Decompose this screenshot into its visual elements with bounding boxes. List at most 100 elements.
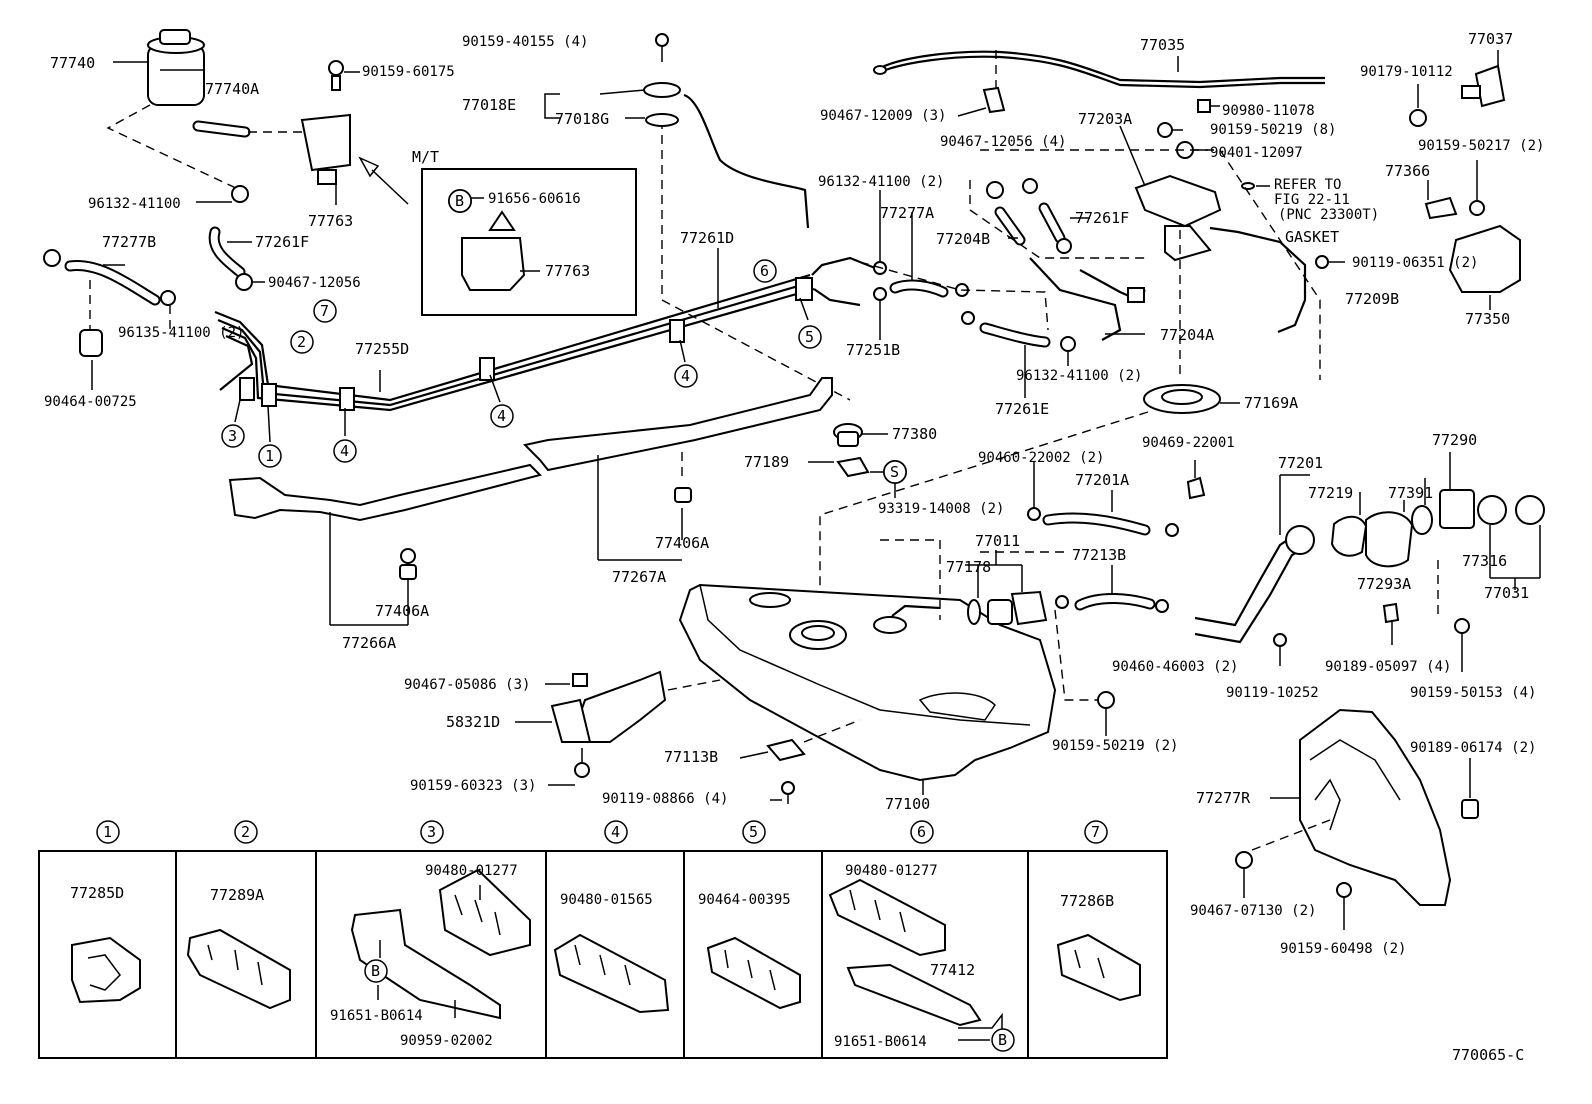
b-marker: B [455, 192, 464, 210]
part-number-label: 77037 [1468, 30, 1513, 48]
fuel-lid [1448, 224, 1521, 293]
part-number-label: 90159-60175 [362, 64, 455, 80]
part-number-label: 77018G [555, 110, 609, 128]
mt-note: M/T [412, 148, 439, 166]
part-number-label: 77740A [205, 80, 259, 98]
part-number-label: 96132-41100 [88, 196, 181, 212]
part-number-label: 90464-00725 [44, 394, 137, 410]
part-number-label: 91656-60616 [488, 191, 581, 207]
part-number-label: 77391 [1388, 484, 1433, 502]
part-number-label: 77277B [102, 233, 156, 251]
part-number-label: 90119-06351 (2) [1352, 255, 1478, 271]
ref-marker-1: 1 [265, 447, 274, 465]
legend-contents: 1 77285D 2 77289A 3 90480-01277 91651-B0… [70, 820, 1114, 1052]
part-number-label: 77277R [1196, 789, 1251, 807]
part-number-label: 77266A [342, 634, 396, 652]
part-number-label: 77290 [1432, 431, 1477, 449]
part-number-label: 90467-07130 (2) [1190, 903, 1316, 919]
part-number-label: 90467-12009 (3) [820, 108, 946, 124]
part-number-label: 90467-05086 (3) [404, 677, 530, 693]
diagram-code: 770065-C [1452, 1046, 1524, 1064]
part-number-label: 90467-12056 (4) [940, 134, 1066, 150]
part-number-label: 77213B [1072, 546, 1126, 564]
legend-number: 2 [241, 823, 250, 841]
part-number-label: 77277A [880, 204, 934, 222]
legend-number: 3 [427, 823, 436, 841]
s-marker: S [890, 463, 899, 481]
part-number-label: 77366 [1385, 162, 1430, 180]
legend-part-number: 91651-B0614 [834, 1034, 927, 1050]
part-number-label: 90189-06174 (2) [1410, 740, 1536, 756]
part-number-label: 77031 [1484, 584, 1529, 602]
charcoal-canister [147, 29, 205, 106]
part-number-label: 90401-12097 [1210, 145, 1303, 161]
legend-part-number: 91651-B0614 [330, 1008, 423, 1024]
part-number-label: 77406A [375, 602, 429, 620]
part-number-label: 90179-10112 [1360, 64, 1453, 80]
part-number-label: 96135-41100 (2) [118, 325, 244, 341]
part-number-label: 77035 [1140, 36, 1185, 54]
part-number-label: 77267A [612, 568, 666, 586]
part-number-label: 77261E [995, 400, 1049, 418]
legend-part-number: 90959-02002 [400, 1033, 493, 1049]
ref-marker-6: 6 [760, 262, 769, 280]
part-number-label: 77113B [664, 748, 718, 766]
part-number-label: 90159-60498 (2) [1280, 941, 1406, 957]
legend-part-number: 77412 [930, 961, 975, 979]
part-number-label: 77169A [1244, 394, 1298, 412]
part-number-label: 77261D [680, 229, 734, 247]
part-number-label: 77261F [255, 233, 309, 251]
part-number-label: 77219 [1308, 484, 1353, 502]
b-marker: B [371, 962, 380, 980]
part-number-label: 77209B [1345, 290, 1399, 308]
legend-part-number: 90464-00395 [698, 892, 791, 908]
ref-marker-4: 4 [681, 367, 690, 385]
part-labels: 77740 77740A 90159-60175 96132-41100 777… [44, 30, 1544, 957]
ref-marker-2: 2 [297, 333, 306, 351]
part-number-label: 90159-60323 (3) [410, 778, 536, 794]
part-number-label: 77204B [936, 230, 990, 248]
part-number-label: 77201A [1075, 471, 1129, 489]
wheel-house-liner [1299, 708, 1452, 906]
fuel-tank [678, 583, 1057, 782]
part-number-label: 96132-41100 (2) [818, 174, 944, 190]
part-number-label: 90189-05097 (4) [1325, 659, 1451, 675]
part-number-label: 77255D [355, 340, 409, 358]
part-number-label: 77189 [744, 453, 789, 471]
legend-number: 6 [917, 823, 926, 841]
part-number-label: 90159-50217 (2) [1418, 138, 1544, 154]
part-number-label: 77740 [50, 54, 95, 72]
part-number-label: 77350 [1465, 310, 1510, 328]
part-number-label: 90159-50219 (2) [1052, 738, 1178, 754]
ref-marker-3: 3 [228, 427, 237, 445]
part-number-label: 77251B [846, 341, 900, 359]
legend-part-number: 77286B [1060, 892, 1114, 910]
legend-number: 4 [611, 823, 620, 841]
part-number-label: 90119-10252 [1226, 685, 1319, 701]
part-number-label: 77763 [545, 262, 590, 280]
legend-part-number: 90480-01277 [845, 863, 938, 879]
b-marker: B [998, 1031, 1007, 1049]
part-number-label: 77380 [892, 425, 937, 443]
part-number-label: 77018E [462, 96, 516, 114]
ref-marker-7: 7 [320, 302, 329, 320]
mt-bracket [461, 237, 526, 291]
mt-inset-box [421, 168, 637, 316]
refer-note-line3: (PNC 23300T) [1278, 207, 1379, 223]
legend-table [38, 850, 1168, 1059]
part-number-label: 77203A [1078, 110, 1132, 128]
ref-marker-4: 4 [497, 407, 506, 425]
part-number-label: 77406A [655, 534, 709, 552]
part-number-label: 77316 [1462, 552, 1507, 570]
ref-marker-5: 5 [805, 328, 814, 346]
part-number-label: 58321D [446, 713, 500, 731]
legend-part-number: 77285D [70, 884, 124, 902]
part-number-label: 90159-40155 (4) [462, 34, 588, 50]
part-number-label: 77201 [1278, 454, 1323, 472]
reference-markers: 7 2 3 1 4 4 4 6 5 S B [221, 189, 907, 484]
tank-protector [550, 670, 667, 743]
legend-number: 5 [749, 823, 758, 841]
legend-number: 1 [103, 823, 112, 841]
